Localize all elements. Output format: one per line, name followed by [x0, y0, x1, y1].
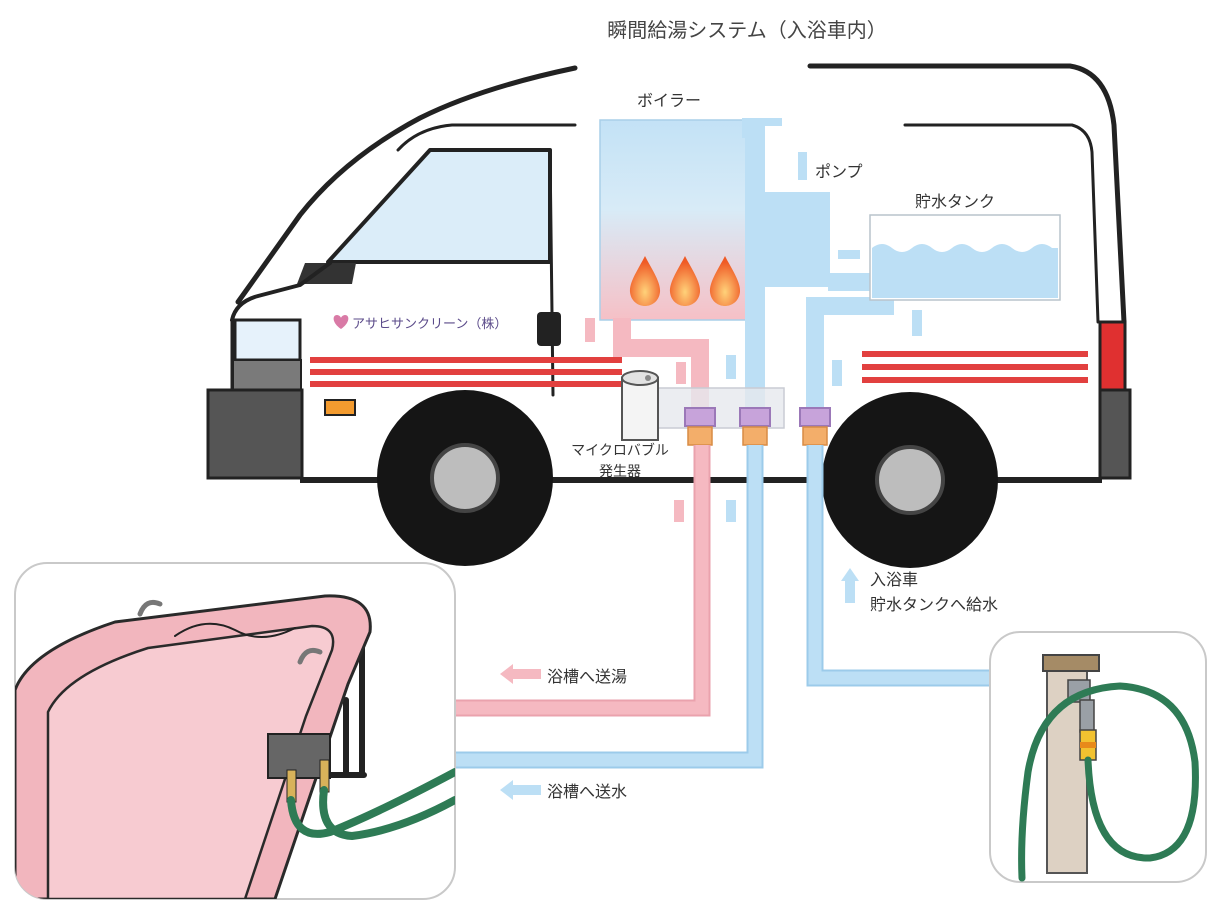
- hood-line: [230, 261, 332, 322]
- front-bumper: [206, 388, 304, 480]
- diagram-title: 瞬間給湯システム（入浴車内）: [607, 18, 886, 42]
- arrow-left-icon: [500, 780, 513, 800]
- van-roof-inner-front: [396, 123, 577, 152]
- bathtub-handle-icon: [137, 599, 163, 617]
- faucet-illustration: [1018, 654, 1199, 882]
- arrow-shaft: [513, 785, 541, 795]
- door-line: [548, 148, 555, 397]
- flame-icon: [709, 256, 741, 306]
- headlight: [233, 318, 302, 362]
- bathtub-rim-line: [174, 622, 296, 639]
- connector-fitting: [742, 426, 768, 446]
- van-roof-inner-rear: [903, 123, 1100, 324]
- supply-arrow: [841, 568, 859, 603]
- microbubble-cylinder-top: [621, 370, 659, 386]
- connector-coupling: [739, 407, 771, 427]
- flame-icon: [629, 256, 661, 306]
- storage-tank-label: 貯水タンク: [915, 192, 995, 211]
- flow-arrow: [585, 318, 595, 342]
- pump-label: ポンプ: [815, 162, 863, 181]
- rear-wheel: [822, 392, 998, 568]
- supply-pipe-from-faucet: [808, 445, 992, 685]
- red-stripes-front: [310, 357, 622, 387]
- microbubble-generator: [621, 370, 659, 441]
- storage-tank-water: [872, 244, 1058, 298]
- connector-coupling: [799, 407, 831, 427]
- flame-icon: [669, 256, 701, 306]
- connector-coupling: [684, 407, 716, 427]
- microbubble-label-line1: マイクロバブル: [571, 442, 669, 459]
- microbubble-port: [645, 375, 651, 381]
- flow-arrow: [798, 152, 807, 180]
- flow-arrow: [758, 118, 782, 126]
- arrow-shaft: [845, 581, 855, 603]
- bathtub-hose: [319, 786, 455, 841]
- bathtub-plumbing-block: [267, 733, 331, 779]
- company-logo: アサヒサンクリーン（株）: [333, 315, 507, 332]
- hot-to-tub-label: 浴槽へ送湯: [547, 667, 627, 686]
- faucet-spout: [1079, 699, 1095, 733]
- red-stripes-rear: [862, 351, 1088, 383]
- flow-direction-markers: [585, 118, 922, 522]
- windshield: [326, 148, 552, 264]
- arrow-shaft: [513, 669, 541, 679]
- rear-bumper: [1098, 388, 1132, 480]
- bathing-van: アサヒサンクリーン（株）: [206, 63, 1132, 568]
- water-post-cap: [1042, 654, 1100, 672]
- hot-water-pipe-upper: [613, 318, 709, 412]
- faucet-panel: [989, 631, 1207, 883]
- bathtub-basin: [46, 624, 335, 899]
- heart-logo-icon: [333, 315, 349, 329]
- tank-supply-label-line2: 貯水タンクへ給水: [870, 595, 998, 614]
- connector-fitting: [687, 426, 713, 446]
- flow-arrow: [832, 360, 842, 386]
- rear-hub: [875, 445, 945, 515]
- front-wheel: [377, 390, 553, 566]
- microbubble-cylinder: [621, 377, 659, 441]
- flow-arrow: [726, 500, 736, 522]
- hose-coupling-band: [1080, 742, 1096, 748]
- cold-water-pipe-upper: [742, 118, 765, 412]
- bathtub-handle-icon: [297, 647, 323, 665]
- pump: [762, 192, 830, 287]
- hot-to-tub-arrow: [500, 664, 541, 684]
- cold-to-tub-arrow: [500, 780, 541, 800]
- flow-arrow: [912, 310, 922, 336]
- flow-arrow: [838, 250, 860, 259]
- van-roof-outer-front: [235, 65, 578, 305]
- pipe-connector-hot: [684, 407, 716, 446]
- cold-to-tub-label: 浴槽へ送水: [547, 782, 627, 801]
- flow-arrow: [726, 355, 736, 379]
- tank-supply-label-line1: 入浴車: [870, 570, 918, 589]
- side-marker-light: [324, 399, 356, 416]
- front-hub: [430, 443, 500, 513]
- garden-hose: [1018, 682, 1199, 882]
- flow-arrow: [676, 362, 686, 384]
- connector-fitting: [802, 426, 828, 446]
- bathtub-illustration: [15, 594, 455, 899]
- hot-water-pipe-to-tub: [456, 445, 709, 715]
- flow-arrow: [674, 500, 684, 522]
- pipe-connector-cold: [739, 407, 771, 446]
- boiler: [599, 119, 751, 321]
- storage-tank: [869, 214, 1061, 301]
- pipe-connector-supply: [799, 407, 831, 446]
- bathtub-panel: [14, 562, 456, 900]
- boiler-label: ボイラー: [637, 91, 701, 110]
- company-name: アサヒサンクリーン（株）: [352, 317, 507, 332]
- arrow-left-icon: [500, 664, 513, 684]
- side-mirror: [537, 312, 561, 346]
- van-roof-outer-rear: [807, 63, 1127, 325]
- cold-water-pipe-to-tub: [456, 445, 762, 767]
- front-grille: [232, 359, 302, 391]
- tail-light: [1098, 320, 1127, 392]
- arrow-up-icon: [841, 568, 859, 581]
- microbubble-label-line2: 発生器: [599, 464, 641, 480]
